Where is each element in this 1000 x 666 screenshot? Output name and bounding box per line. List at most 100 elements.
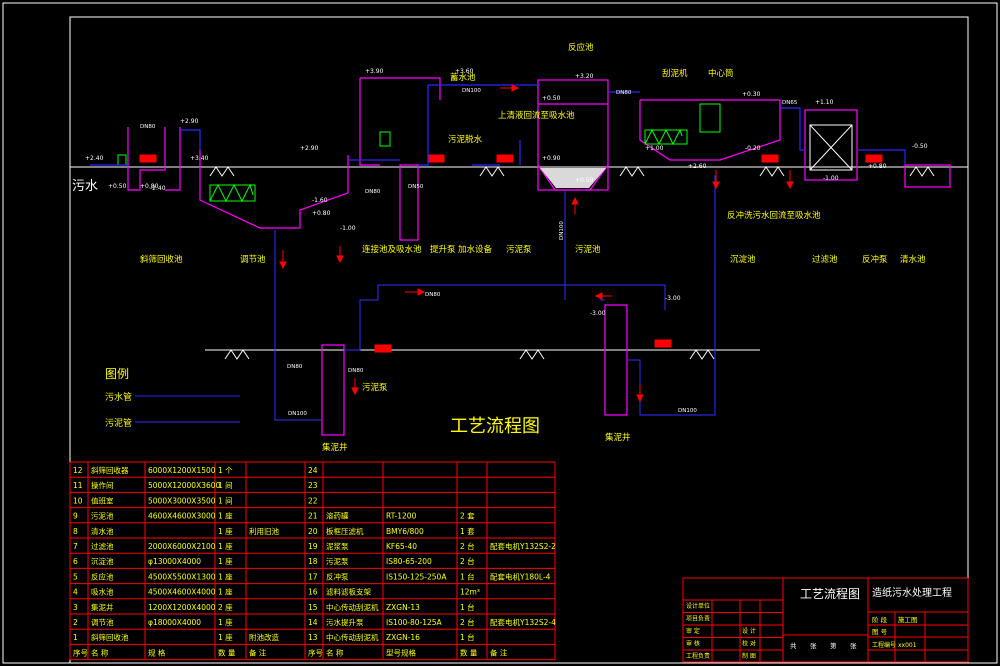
pipe-size: DN100 [559, 221, 565, 240]
table-cell: 1 座 [218, 587, 233, 597]
elevation-mark: +0.80 [140, 183, 159, 190]
equipment-green [117, 103, 721, 203]
table-cell: 斜筛回收器 [91, 465, 129, 475]
reaction-cone-fill [540, 168, 606, 188]
elevation-mark: -3.00 [590, 310, 606, 317]
table-cell: 2 台 [460, 556, 475, 566]
stage-value: 施工图 [898, 615, 918, 624]
table-header: 备 注 [490, 647, 508, 657]
table-cell: 1200X1200X4000 [148, 603, 216, 612]
pipe-size: DN80 [616, 90, 632, 96]
stage-label: 阶 段 [872, 615, 888, 624]
table-cell: 反应池 [91, 571, 114, 581]
sheet-label: 张 [810, 641, 817, 650]
suction-pit [399, 164, 419, 241]
table-cell: 9 [73, 512, 78, 521]
elevation-mark: +3.90 [365, 68, 384, 75]
screen-recovery-hopper [165, 127, 181, 191]
sign-cell: 设 计 [742, 627, 756, 635]
table-cell: 2 台 [460, 617, 475, 627]
elevation-mark: -1.00 [823, 175, 839, 182]
elevation-mark: +2.90 [300, 145, 319, 152]
table-cell: 斜筛回收池 [91, 632, 129, 642]
unit-label: 污泥泵 [506, 244, 532, 255]
legend-heading: 图例 [105, 367, 129, 381]
table-cell: 8 [73, 527, 78, 536]
table-cell: 污水提升泵 [326, 617, 364, 627]
table-header: 规 格 [148, 647, 166, 657]
sheet-label: 张 [850, 641, 857, 650]
table-header: 名 称 [91, 647, 109, 657]
elevation-mark: +0.50 [542, 95, 561, 102]
table-header: 数 量 [460, 647, 478, 657]
table-cell: 板框压滤机 [326, 526, 364, 536]
elevation-mark: +0.50 [575, 177, 594, 184]
table-cell: 1 间 [218, 496, 233, 505]
elevation-mark: +3.20 [575, 73, 594, 80]
table-cell: 集泥井 [91, 602, 114, 612]
title-block-project: 造纸污水处理工程 [872, 586, 952, 599]
pipe-size: DN50 [408, 184, 424, 190]
table-cell: 1 台 [460, 602, 475, 612]
ground-lines [70, 166, 968, 351]
table-cell: 7 [73, 542, 78, 551]
table-cell: 滤料滤板支架 [326, 587, 371, 597]
table-cell: 1 座 [218, 632, 233, 642]
table-cell: 1 座 [218, 556, 233, 566]
table-cell: 5000X3000X3500 [148, 496, 216, 505]
table-cell: 1 台 [460, 571, 475, 581]
unit-label: 清水池 [900, 254, 926, 265]
elevation-mark: +0.90 [542, 155, 561, 162]
unit-label: 沉淀池 [730, 254, 756, 265]
sign-cell: 设计单位 [686, 602, 710, 610]
unit-label: 提升泵 [430, 244, 456, 255]
elevation-mark: +0.50 [108, 183, 127, 190]
table-cell: 20 [308, 527, 318, 536]
unit-label: 污泥脱水 [448, 134, 483, 145]
unit-label: 集泥井 [605, 432, 631, 443]
unit-label: 调节池 [240, 254, 266, 265]
clarifier [639, 100, 781, 161]
table-cell: 泥浆泵 [326, 541, 349, 551]
elevation-mark: +2.40 [85, 155, 104, 162]
table-cell: 12m³ [460, 588, 480, 597]
table-cell: 5000X12000X3600 [148, 481, 221, 490]
elevation-mark: +1.00 [645, 145, 664, 152]
table-cell: 10 [73, 496, 83, 505]
legend-item-label: 污泥管 [105, 417, 132, 429]
table-cell: ZXGN-13 [386, 603, 420, 612]
elevation-mark: -0.50 [912, 143, 928, 150]
table-cell: 6 [73, 557, 78, 566]
table-cell: IS100-80-125A [386, 618, 443, 627]
table-cell: 调节池 [91, 617, 114, 627]
pipe-size: DN80 [425, 292, 441, 298]
table-cell: 1 座 [218, 526, 233, 536]
table-cell: 配套电机Y132S2-2 [490, 541, 556, 551]
clear-water-tank [904, 164, 951, 188]
elevation-mark: +0.80 [868, 163, 887, 170]
table-cell: 2000X6000X2100 [148, 542, 216, 551]
unit-label: 刮泥机 [662, 68, 688, 79]
unit-label: 污泥泵 [362, 382, 388, 393]
table-cell: 中心传动刮泥机 [326, 602, 379, 612]
table-header: 型号规格 [386, 647, 416, 657]
table-cell: ZXGN-16 [386, 633, 420, 642]
sign-cell: 审 核 [686, 640, 700, 648]
title-block-drawing-name: 工艺流程图 [800, 586, 860, 601]
table-cell: 13 [308, 633, 318, 642]
sheet-label: 第 [830, 641, 837, 650]
sludge-pipes [274, 175, 716, 421]
pipe-size: DN65 [782, 100, 798, 106]
table-header: 数 量 [218, 647, 236, 657]
table-cell: 1 座 [218, 571, 233, 581]
table-cell: 21 [308, 512, 318, 521]
table-cell: 11 [73, 481, 83, 490]
table-header: 序号 [73, 647, 88, 657]
suction-tank [359, 78, 380, 166]
table-cell: 1 [73, 633, 78, 642]
screen-recovery-tank [127, 127, 166, 191]
elevation-mark: +0.80 [312, 210, 331, 217]
table-cell: 过滤池 [91, 541, 114, 551]
